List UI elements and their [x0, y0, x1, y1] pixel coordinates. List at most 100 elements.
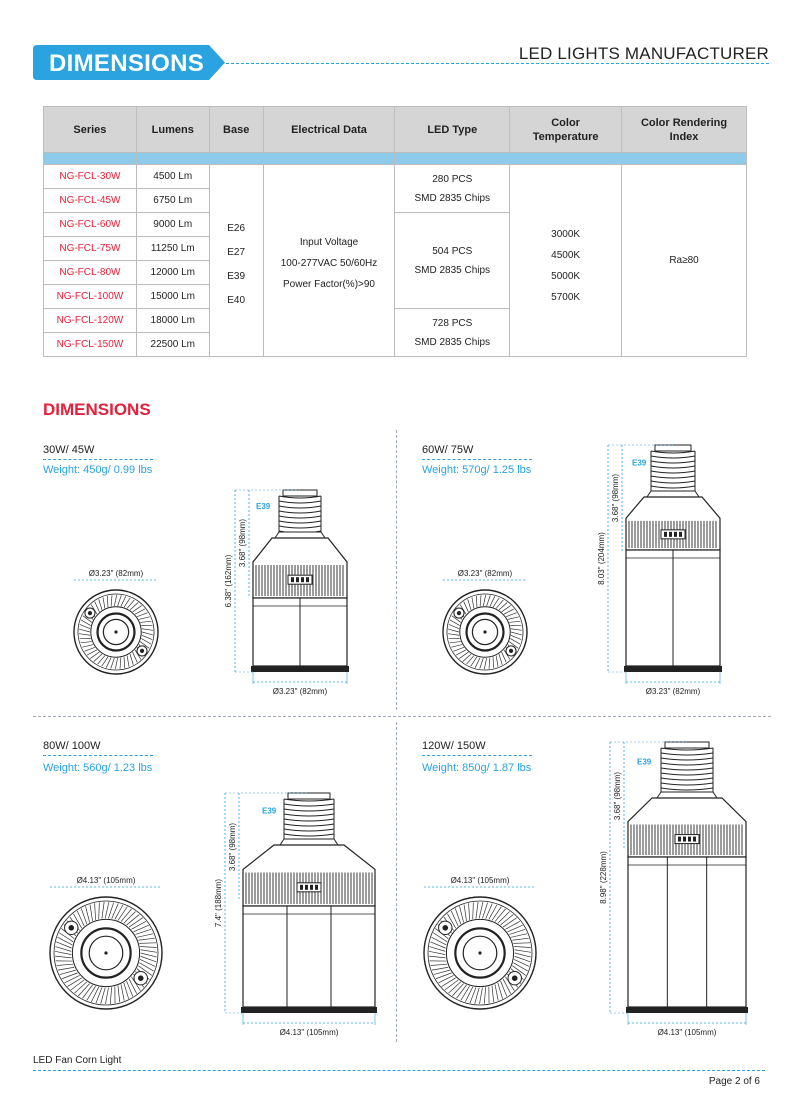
thread-line — [660, 777, 714, 781]
fan-fin — [428, 950, 446, 955]
label-plate-mark — [296, 577, 299, 583]
fan-fin — [131, 921, 147, 930]
fan-fin — [460, 985, 470, 1001]
fan-fin — [514, 952, 531, 958]
fan-fin — [441, 977, 456, 987]
base-type-label: E39 — [262, 807, 277, 816]
quadrant-weight: Weight: 450g/ 0.99 lbs — [43, 464, 153, 476]
total-height-label: 7.4" (188mm) — [214, 879, 223, 928]
thread-line — [650, 470, 696, 474]
fan-fin — [78, 983, 90, 997]
fan-fin — [108, 902, 114, 919]
fan-fin — [474, 657, 481, 668]
total-height-label: 8.03" (204mm) — [597, 532, 606, 585]
base-e39: E39 — [227, 270, 246, 282]
fan-fin — [514, 949, 532, 953]
thread-line — [278, 520, 322, 524]
end-cap — [241, 1007, 377, 1013]
fan-fin — [57, 936, 73, 946]
fan-fin — [91, 986, 100, 1003]
fan-fin — [57, 966, 75, 971]
led-type-cell: 728 PCS SMD 2835 Chips — [394, 308, 511, 357]
fan-fin — [475, 901, 479, 919]
page-number: Page 2 of 6 — [708, 1076, 760, 1087]
header-series: Series — [43, 106, 137, 153]
fan-fin — [476, 595, 478, 608]
table-row: NG-FCL-45W 6750 Lm — [43, 188, 747, 213]
hub-center — [478, 951, 482, 955]
fan-fin — [510, 634, 522, 640]
fan-fin — [79, 628, 91, 633]
fan-fin — [67, 977, 82, 987]
fan-fin — [447, 913, 457, 929]
fan-fin — [105, 987, 109, 1005]
thread-line — [650, 460, 696, 464]
fan-fin — [455, 649, 467, 656]
fan-fin — [431, 936, 447, 946]
fan-fin — [82, 615, 92, 623]
lumens-cell: 9000 Lm — [135, 212, 210, 237]
fan-fin — [491, 906, 502, 921]
thread-line — [650, 450, 696, 454]
fan-fin — [505, 612, 517, 618]
fan-fin — [459, 651, 469, 659]
electrical-line: Power Factor(%)>90 — [283, 279, 375, 290]
header-color-temp: Color Temperature — [509, 106, 623, 153]
fan-fin — [61, 972, 78, 980]
diameter-label: Ø4.13" (105mm) — [451, 876, 510, 885]
fan-fin — [501, 605, 511, 613]
fan-fin — [512, 965, 527, 976]
fan-fin — [110, 595, 113, 607]
series-cell: NG-FCL-45W — [43, 188, 137, 213]
fan-fin — [498, 653, 503, 665]
electrical-line: Input Voltage — [299, 237, 359, 248]
fan-fin — [97, 655, 106, 665]
lumens-cell: 4500 Lm — [135, 164, 210, 189]
fan-fin — [126, 599, 135, 609]
thread-line — [283, 818, 335, 822]
screw-hole — [508, 648, 514, 654]
fan-fin — [111, 903, 119, 919]
series-cell: NG-FCL-60W — [43, 212, 137, 237]
fan-inner-rim — [77, 593, 155, 671]
fan-fin — [500, 914, 514, 926]
fan-fin — [119, 657, 122, 669]
thread-line — [283, 823, 335, 827]
fan-fin — [126, 980, 134, 997]
footer-divider — [33, 1070, 765, 1071]
fan-fin — [79, 624, 91, 630]
fan-fin — [140, 641, 150, 649]
fan-fin — [494, 984, 499, 1001]
label-plate-mark — [300, 884, 303, 890]
label-plate-mark — [305, 884, 308, 890]
fan-fin — [117, 906, 128, 921]
section-title: DIMENSIONS — [43, 400, 151, 419]
fan-fin — [497, 911, 510, 924]
led-type-cell: 504 PCS SMD 2835 Chips — [394, 212, 511, 309]
fan-fin — [101, 656, 109, 667]
fan-fin — [513, 959, 530, 967]
base-e27: E27 — [227, 246, 246, 258]
fan-fin — [462, 653, 472, 662]
fan-fin — [472, 902, 474, 920]
thread-line — [278, 510, 322, 514]
fan-fin — [430, 941, 446, 949]
fan-fin — [102, 597, 106, 609]
thread-line — [660, 747, 714, 751]
fan-fin — [120, 908, 132, 922]
label-plate — [660, 529, 686, 540]
fan-fin — [454, 908, 462, 925]
fan-fin — [507, 616, 519, 620]
quadrant-weight: Weight: 850g/ 1.87 lbs — [422, 762, 532, 774]
fan-fin — [138, 616, 150, 620]
thread-line — [660, 787, 714, 791]
color-temp-value: 3000K — [551, 228, 581, 240]
label-plate-mark — [664, 531, 667, 537]
fan-fin — [82, 644, 94, 648]
fan-fin — [430, 963, 448, 966]
fan-fin — [94, 903, 96, 920]
header-base: Base — [208, 106, 264, 153]
screw-hole — [137, 975, 144, 981]
fan-fin — [86, 985, 96, 1001]
led-chip: SMD 2835 Chips — [414, 264, 491, 276]
